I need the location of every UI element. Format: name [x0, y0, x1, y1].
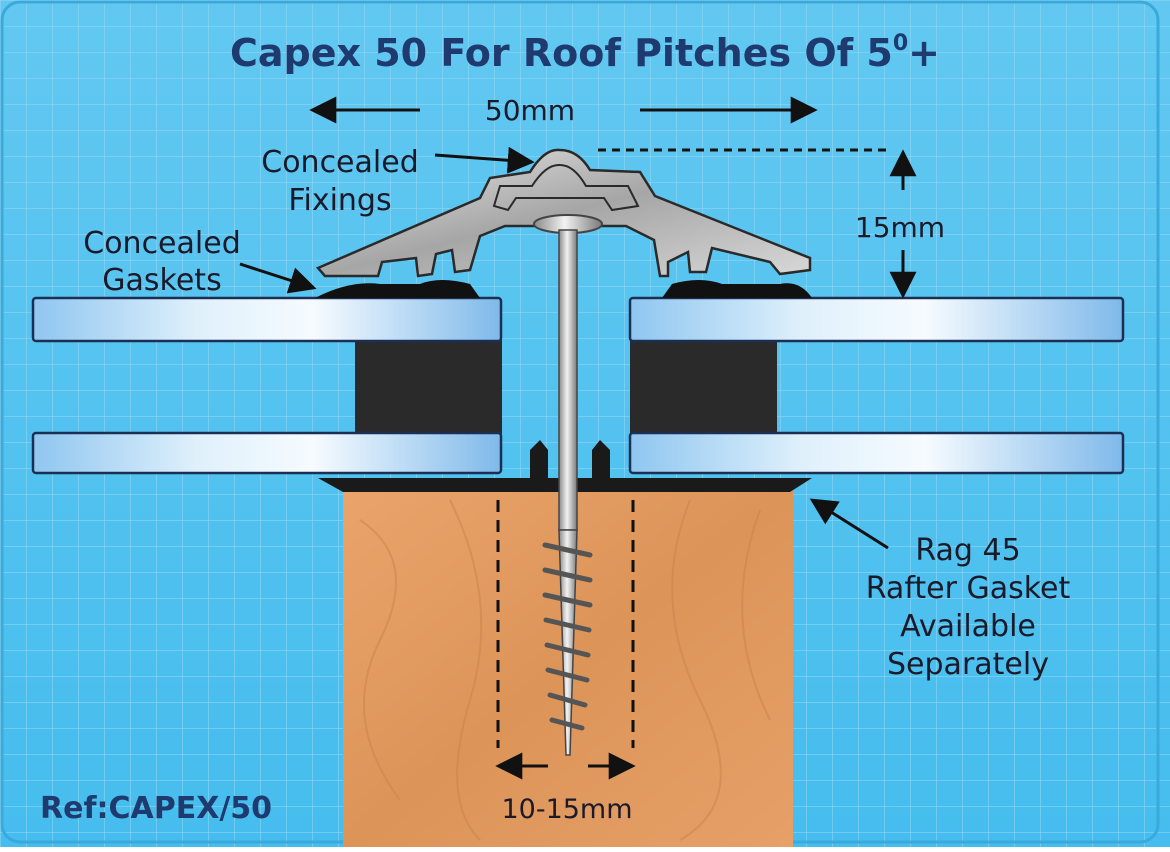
rafter-gasket-arrow	[809, 498, 889, 550]
glazing-top-left	[31, 296, 503, 343]
concealed-fixings-label-1: Concealed	[261, 145, 419, 180]
reference-code: Ref:CAPEX/50	[40, 791, 272, 826]
foam-spacer-right	[630, 338, 777, 434]
width-label: 50mm	[485, 94, 575, 127]
fixing-range-label: 10-15mm	[501, 794, 632, 825]
screw-thread	[542, 542, 593, 731]
screw-shank	[558, 229, 578, 531]
rafter-gasket-label-2: Rafter Gasket	[866, 571, 1071, 606]
glazing-bottom-left	[31, 431, 503, 475]
rafter-gasket-label-1: Rag 45	[915, 533, 1020, 568]
cap-clip-detail	[492, 163, 640, 212]
diagram-title: Capex 50 For Roof Pitches Of 50+	[230, 31, 940, 75]
height-label: 15mm	[855, 211, 945, 244]
concealed-gaskets-arrow	[239, 262, 317, 294]
concealed-gaskets-label-1: Concealed	[83, 226, 241, 261]
concealed-gaskets-label-2: Gaskets	[102, 263, 221, 298]
concealed-fixings-arrow	[434, 146, 535, 174]
cap-gasket-right	[662, 280, 812, 298]
cap-gasket-left	[315, 280, 480, 298]
wood-grain	[359, 499, 771, 841]
screw-tip	[558, 529, 578, 756]
glazing-bottom-right	[628, 431, 1125, 475]
rafter-gasket	[318, 440, 812, 492]
glazing-top-right	[628, 296, 1125, 343]
rafter-gasket-label-4: Separately	[887, 647, 1049, 682]
rafter-gasket-label-3: Available	[900, 609, 1036, 644]
foam-spacer-left	[355, 338, 502, 434]
concealed-fixings-label-2: Fixings	[288, 183, 391, 218]
aluminium-cap	[315, 148, 812, 278]
